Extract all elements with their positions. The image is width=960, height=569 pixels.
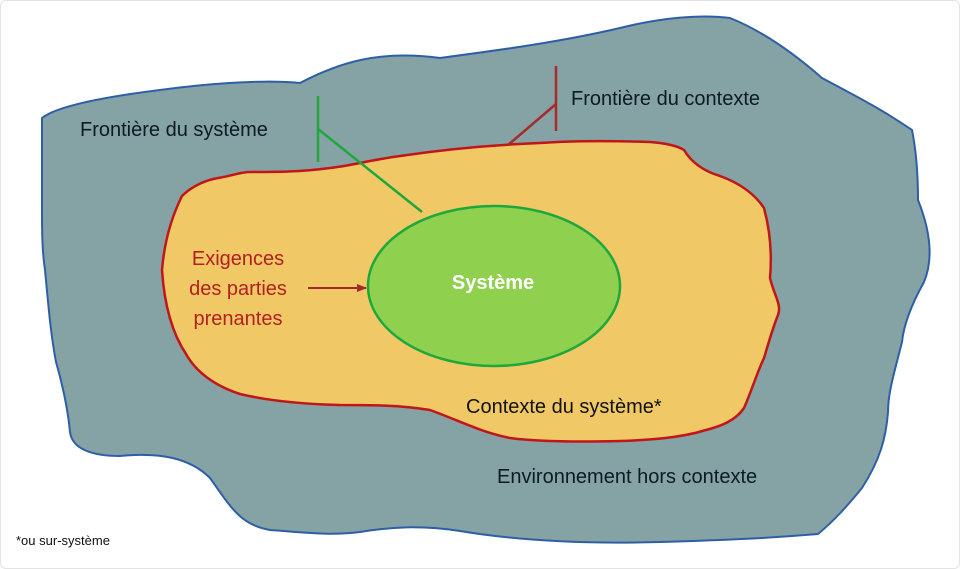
context-boundary-label: Frontière du contexte: [571, 88, 760, 110]
footnote: *ou sur-système: [16, 533, 110, 548]
requirements-line: prenantes: [193, 308, 283, 330]
system-context-label: Contexte du système*: [466, 396, 662, 418]
requirements-line: des parties: [189, 278, 287, 300]
system-label: Système: [451, 272, 535, 294]
environment-label: Environnement hors contexte: [497, 466, 758, 488]
system-boundary-label: Frontière du système: [80, 119, 268, 141]
stakeholder-requirements-label: Exigences des parties prenantes: [172, 244, 304, 334]
system-boundary-pointer: [316, 96, 423, 213]
system-ellipse: [366, 204, 622, 368]
requirements-line: Exigences: [191, 248, 285, 270]
context-boundary-pointer: [507, 66, 558, 146]
